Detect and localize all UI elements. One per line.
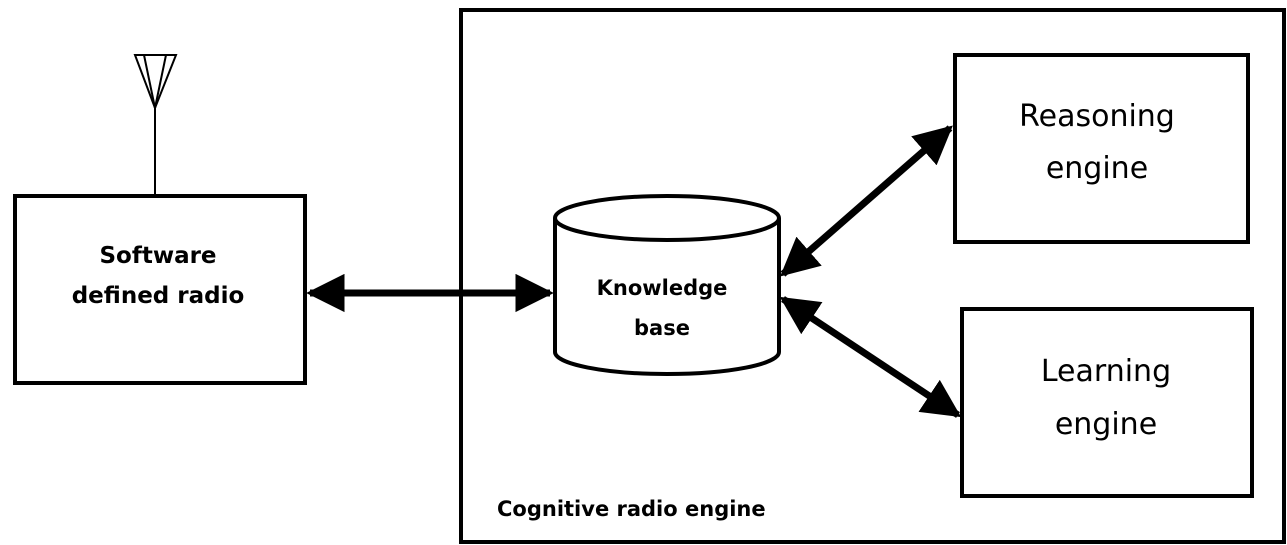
antenna-icon [133, 54, 178, 196]
knowledge-base-learning-arrow [779, 296, 962, 418]
reasoning-engine-label-line2: engine [1046, 151, 1148, 186]
knowledge-base-label-line1: Knowledge [597, 276, 728, 300]
reasoning-engine-label-line1: Reasoning [1019, 99, 1175, 134]
reasoning-engine-box [953, 53, 1250, 244]
sdr-label-line1: Software [99, 243, 216, 269]
learning-engine-label-line1: Learning [1041, 354, 1171, 389]
sdr-label-line2: defined radio [72, 283, 245, 309]
reasoning-engine-block: Reasoning engine [953, 53, 1250, 244]
learning-engine-box [960, 307, 1254, 498]
knowledge-base-label-line2: base [634, 316, 690, 340]
learning-engine-block: Learning engine [960, 307, 1254, 498]
learning-engine-label-line2: engine [1055, 407, 1157, 442]
sdr-box [13, 194, 307, 385]
knowledge-base-cylinder: Knowledge base [553, 194, 781, 376]
cylinder-top [553, 194, 781, 242]
software-defined-radio-block: Software defined radio [13, 194, 307, 385]
container-label: Cognitive radio engine [497, 497, 766, 521]
knowledge-base-reasoning-arrow [780, 125, 953, 277]
cylinder-body [553, 218, 781, 376]
